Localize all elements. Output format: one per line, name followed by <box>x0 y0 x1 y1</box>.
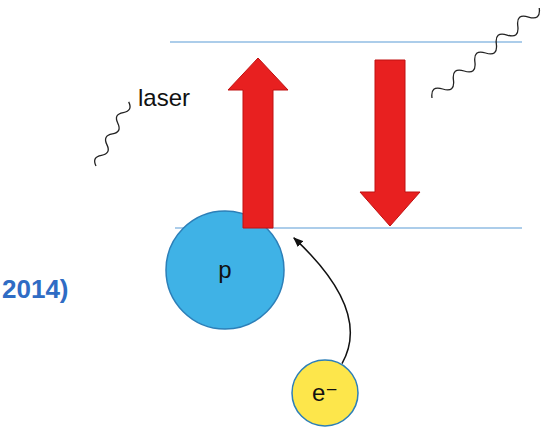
excitation-arrow <box>228 58 288 228</box>
proton-circle: p <box>165 210 285 330</box>
citation-year: 2014) <box>2 274 69 305</box>
decay-arrow <box>360 60 420 226</box>
energy-level <box>170 41 522 42</box>
emitted-photon <box>428 4 542 102</box>
node-text: p <box>218 256 231 284</box>
laser-label: laser <box>138 84 190 112</box>
node-text: e⁻ <box>312 379 338 407</box>
electron-circle: e⁻ <box>291 359 359 427</box>
orbit-arrow <box>294 238 350 364</box>
laser-wave <box>92 100 132 168</box>
